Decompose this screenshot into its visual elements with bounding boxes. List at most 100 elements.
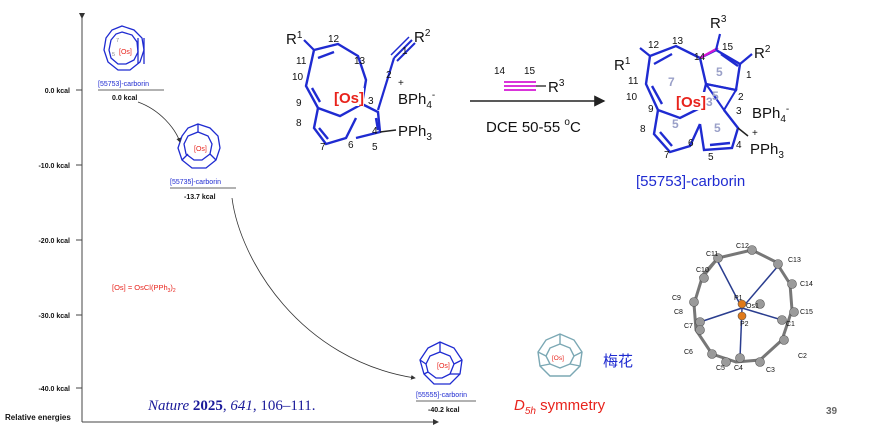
atom-number: 10 [626, 92, 638, 103]
crystal-label: Os1 [746, 303, 759, 310]
mini-structure-55555 [419, 341, 463, 385]
atom-number: 13 [354, 56, 366, 67]
y-tick-label: 0.0 kcal [45, 88, 70, 95]
ring-label: 5 [714, 121, 721, 135]
reactant-counterion: BPh4- [398, 90, 435, 111]
product-structure: [Os] [639, 33, 753, 154]
product-r2: R2 [754, 44, 771, 62]
crystal-label: C6 [684, 349, 693, 356]
product-name: [55753]-carborin [636, 173, 745, 190]
ring-label: 5 [716, 65, 723, 79]
product-os-label: [Os] [676, 94, 706, 111]
crystal-label: C5 [716, 365, 725, 372]
atom-number: 1 [402, 46, 408, 57]
product-counterion: BPh4- [752, 104, 789, 125]
citation: Nature 2025, 641, 106–111. [147, 398, 316, 414]
atom-number: 11 [296, 56, 307, 67]
state-55555: [Os] [55555]-carborin -40.2 kcal [416, 341, 476, 414]
crystal-atom [737, 311, 747, 321]
crystal-atom [779, 335, 789, 345]
reagent-atom14: 14 [494, 66, 506, 77]
symmetry-label: D5h symmetry [514, 397, 606, 417]
reagent-r3: R3 [548, 78, 565, 96]
crystal-label: C10 [696, 267, 709, 274]
os-label-mini: [Os] [119, 49, 132, 56]
reactant-plus: + [398, 78, 404, 89]
atom-number: 12 [648, 40, 660, 51]
reactant-phosphonium: PPh3 [398, 123, 432, 143]
os-bonds [699, 261, 783, 359]
atom-number: 15 [722, 42, 734, 53]
atom-number: 7 [664, 150, 670, 161]
crystal-label: C3 [766, 367, 775, 374]
crystal-atom [737, 299, 747, 309]
atom-number: 5 [372, 142, 378, 153]
path-curve-1 [137, 101, 181, 143]
ring-seven-mini: 7 [116, 38, 119, 44]
crystal-atom [777, 315, 787, 325]
reagent-atom15: 15 [524, 66, 536, 77]
state-name-55753: [55753]-carborin [98, 81, 149, 88]
crystal-atom [755, 299, 765, 309]
y-tick-label: -20.0 kcal [38, 238, 70, 245]
energy-value-55753: 0.0 kcal [112, 95, 137, 102]
os-definition: [Os] = OsCl(PPh3)2 [112, 283, 176, 294]
atom-number: 9 [648, 104, 654, 115]
crystal-atoms [689, 245, 799, 367]
crystal-label: C14 [800, 281, 813, 288]
crystal-label: C7 [684, 323, 693, 330]
product-r3: R3 [710, 14, 727, 32]
crystal-label: C11 [706, 251, 718, 258]
state-name-55735: [55735]-carborin [170, 179, 221, 186]
crystal-atom [747, 245, 757, 255]
energy-value-55735: -13.7 kcal [184, 194, 216, 201]
crystal-label: C13 [788, 257, 801, 264]
crystal-label: C8 [674, 309, 683, 316]
product-r1: R1 [614, 56, 631, 74]
crystal-label: C1 [786, 321, 795, 328]
crystal-atom [689, 297, 699, 307]
y-ticks: 0.0 kcal -10.0 kcal -20.0 kcal -30.0 kcal -4… [38, 88, 82, 393]
os-center-bg [330, 88, 364, 106]
atom-number: 2 [738, 92, 744, 103]
atom-number: 3 [368, 96, 374, 107]
mini-structure-55735 [177, 123, 221, 169]
crystal-atom [707, 349, 717, 359]
ring-label: 5 [672, 117, 679, 131]
energy-axis: 0.0 kcal -10.0 kcal -20.0 kcal -30.0 kcal -4… [5, 13, 439, 425]
ring-label: 3 [706, 95, 713, 109]
y-tick-label: -30.0 kcal [38, 313, 70, 320]
crystal-atom [735, 353, 745, 363]
y-tick-label: -10.0 kcal [38, 163, 70, 170]
crystal-atom [695, 317, 705, 327]
path-curve-2 [231, 197, 416, 380]
y-tick-label: -40.0 kcal [38, 386, 70, 393]
atom-number: 8 [640, 124, 646, 135]
state-name-55555: [55555]-carborin [416, 392, 467, 399]
reactant-os-label: [Os] [334, 90, 364, 107]
atom-number: 6 [688, 138, 694, 149]
crystal-atom [721, 357, 731, 367]
atom-number: 1 [746, 70, 752, 81]
crystal-label: P1 [734, 295, 743, 302]
ring-label: 5 [712, 89, 719, 103]
crystal-label: C12 [736, 243, 749, 250]
state-55753: [Os] 7 5 [55753]-carborin 0.0 kcal [98, 25, 164, 102]
reaction-conditions: DCE 50-55 oC [486, 117, 581, 136]
crystal-atom [787, 279, 797, 289]
crystal-label: C15 [800, 309, 813, 316]
atom-number: 7 [320, 142, 326, 153]
reactant-r2: R2 [414, 28, 431, 46]
crystal-atom [699, 273, 709, 283]
product-phosphonium: PPh3 [750, 141, 784, 161]
crystal-atom [789, 307, 799, 317]
d5h-motif [537, 333, 583, 377]
reagent: 14 15 R3 [494, 66, 565, 96]
atom-number: 5 [708, 152, 714, 163]
atom-number: 6 [348, 140, 354, 151]
